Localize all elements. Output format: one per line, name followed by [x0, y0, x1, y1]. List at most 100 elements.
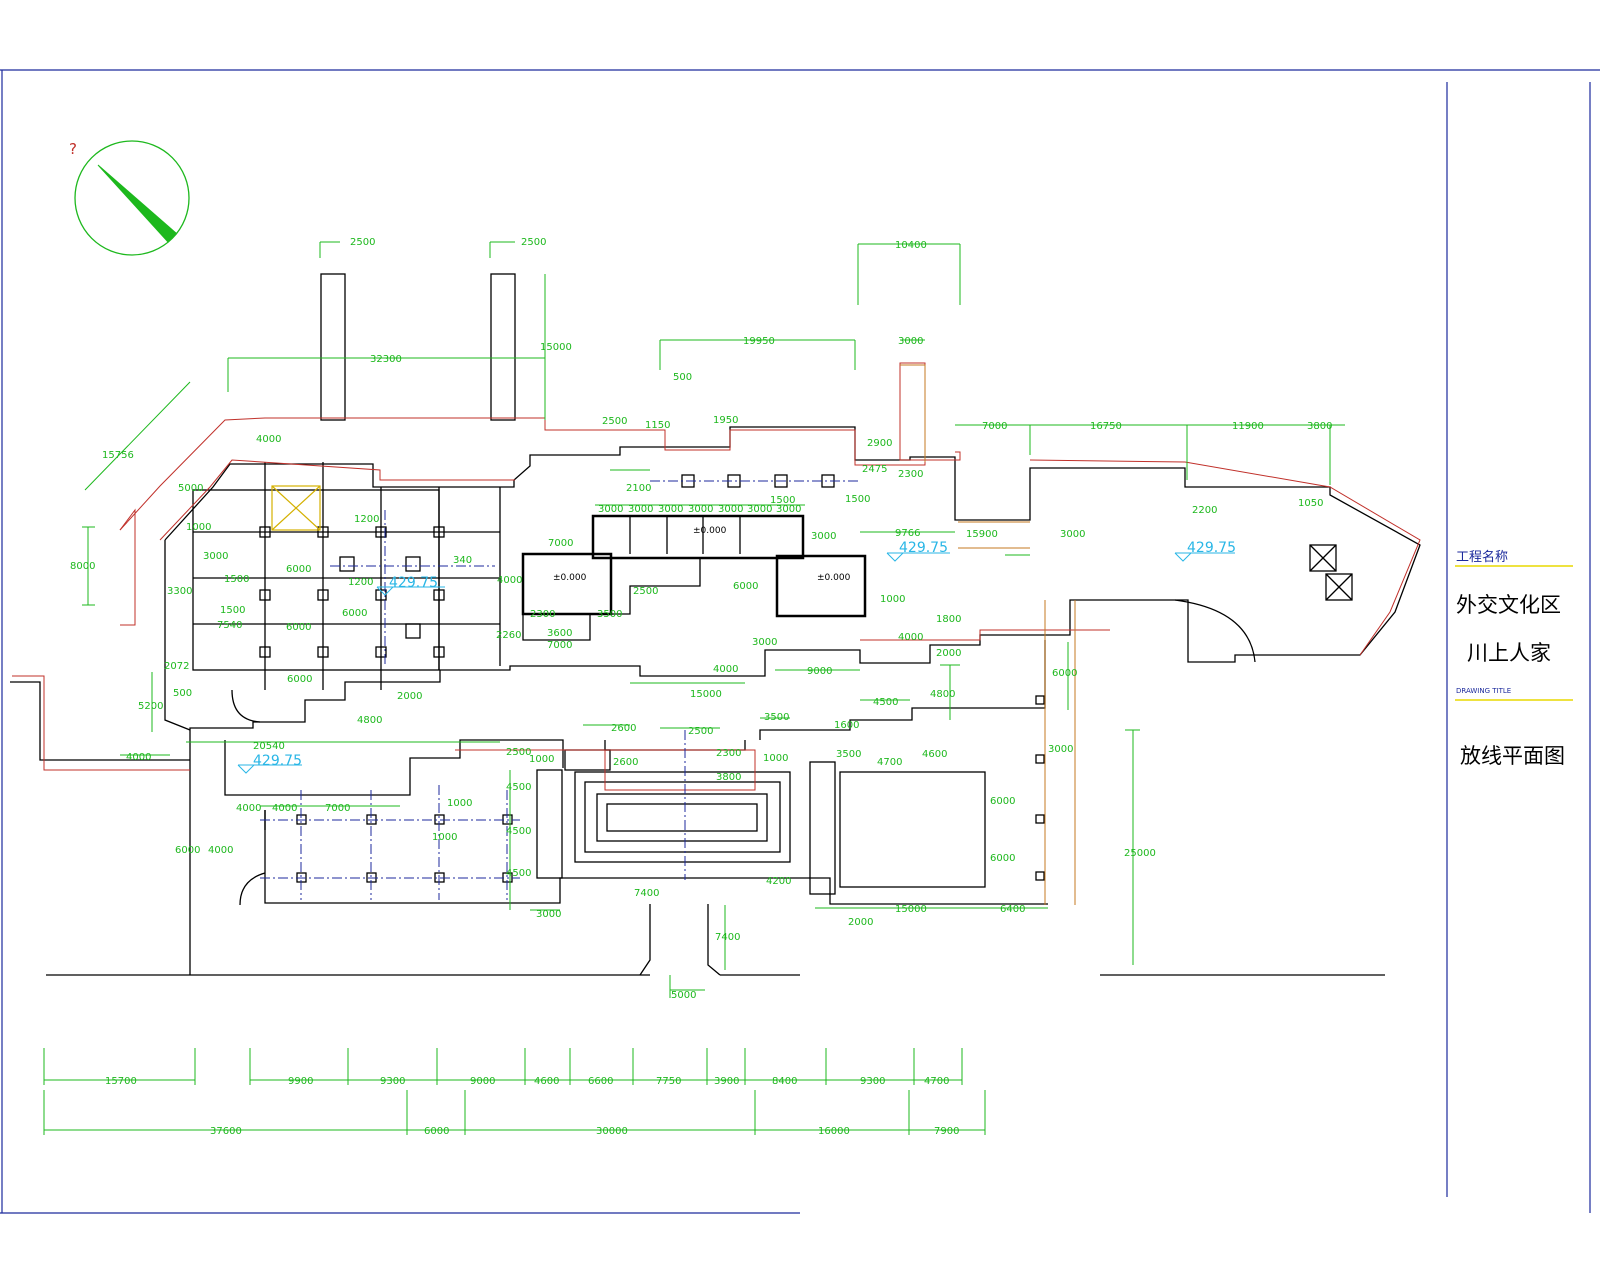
dimension-text: 7000 [548, 538, 573, 549]
dimension-text: 3000 [1048, 744, 1073, 755]
dimension-text: 3000 [747, 504, 772, 515]
dimension-text: 1200 [354, 514, 379, 525]
dimension-texts-top: 2500 2500 15000 32300 15756 10400 19950 … [102, 237, 1332, 516]
orange-lines [900, 364, 1076, 905]
dimension-text: 2600 [613, 757, 638, 768]
floor-level-mark: ±0.000 [817, 573, 851, 583]
dimension-text: 2100 [626, 483, 651, 494]
project-name-line2: 川上人家 [1467, 641, 1551, 665]
dimension-text: 3000 [598, 504, 623, 515]
drawing-title-label: DRAWING TITLE [1456, 687, 1511, 695]
dimension-text: 4700 [877, 757, 902, 768]
dimension-text: 4600 [534, 1076, 559, 1087]
dimension-text: 2475 [862, 464, 887, 475]
level-label: 429.75 [1187, 540, 1236, 556]
dimension-text: 4500 [506, 826, 531, 837]
dimension-text: 4000 [497, 575, 522, 586]
dimension-text: 3500 [597, 609, 622, 620]
dimension-text: 2260 [496, 630, 521, 641]
dimension-text: 4000 [272, 803, 297, 814]
level-label: 429.75 [899, 540, 948, 556]
dimension-text: 4800 [930, 689, 955, 700]
dimension-text: 9000 [807, 666, 832, 677]
dimension-lines [43, 241, 1345, 1135]
dimension-text: 6000 [990, 796, 1015, 807]
dimension-text: 6000 [342, 608, 367, 619]
dimension-text: 340 [453, 555, 472, 566]
dimension-text: 6000 [733, 581, 758, 592]
dimension-text: 3900 [714, 1076, 739, 1087]
dimension-text: 20540 [253, 741, 285, 752]
dimension-text: 7000 [547, 640, 572, 651]
dimension-text: 2200 [1192, 505, 1217, 516]
dimension-text: 2000 [936, 648, 961, 659]
dimension-text: 7540 [217, 620, 242, 631]
dimension-text: 4000 [236, 803, 261, 814]
dimension-text: 4000 [713, 664, 738, 675]
dimension-text: 3000 [203, 551, 228, 562]
dimension-text: 1000 [763, 753, 788, 764]
project-name-line1: 外交文化区 [1456, 593, 1561, 617]
dimension-text: 6000 [990, 853, 1015, 864]
dimension-text: 3000 [628, 504, 653, 515]
elevator-box [271, 485, 321, 531]
project-name-label: 工程名称 [1456, 549, 1508, 565]
level-markers [237, 552, 1235, 774]
dimension-text: 2072 [164, 661, 189, 672]
dimension-text: 9300 [860, 1076, 885, 1087]
dimension-text: 2500 [521, 237, 546, 248]
dimension-text: 16000 [818, 1126, 850, 1137]
level-label: 429.75 [389, 575, 438, 591]
dimension-text: 15000 [895, 904, 927, 915]
dimension-text: 2300 [716, 748, 741, 759]
dimension-text: 32300 [370, 354, 402, 365]
dimension-text: 3000 [776, 504, 801, 515]
floor-level-mark: ±0.000 [693, 526, 727, 536]
dimension-text: 2600 [611, 723, 636, 734]
dimension-text: 1500 [770, 495, 795, 506]
dimension-text: 1200 [348, 577, 373, 588]
dimension-text: 37600 [210, 1126, 242, 1137]
dimension-text: 15000 [540, 342, 572, 353]
dimension-text: 1500 [224, 574, 249, 585]
dimension-text: 1000 [529, 754, 554, 765]
sheet-frame [0, 69, 1600, 1214]
dimension-text: 2900 [867, 438, 892, 449]
title-block: 工程名称 外交文化区 川上人家 DRAWING TITLE 放线平面图 [1455, 549, 1573, 768]
dimension-text: 2500 [688, 726, 713, 737]
dimension-text: 1000 [880, 594, 905, 605]
column-markers [259, 474, 1045, 883]
dimension-string-row-2: 37600 6000 30000 16000 7900 [210, 1126, 959, 1137]
dimension-text: 2500 [602, 416, 627, 427]
dimension-text: 1000 [432, 832, 457, 843]
dimension-text: 2000 [848, 917, 873, 928]
dimension-text: 3000 [1060, 529, 1085, 540]
dimension-text: 2500 [633, 586, 658, 597]
dimension-text: 30000 [596, 1126, 628, 1137]
dimension-text: 25000 [1124, 848, 1156, 859]
dimension-text: 4700 [924, 1076, 949, 1087]
dimension-text: 4000 [898, 632, 923, 643]
dimension-text: 4500 [506, 868, 531, 879]
dimension-text: 6000 [424, 1126, 449, 1137]
dimension-text: 7000 [982, 421, 1007, 432]
dimension-text: 4800 [357, 715, 382, 726]
dimension-text: 3000 [898, 336, 923, 347]
dimension-text: 3000 [658, 504, 683, 515]
dimension-text: 15900 [966, 529, 998, 540]
dimension-text: 6000 [1052, 668, 1077, 679]
dimension-text: 6000 [175, 845, 200, 856]
dimension-text: 4600 [922, 749, 947, 760]
dimension-text: 2500 [350, 237, 375, 248]
dimension-text: 2000 [397, 691, 422, 702]
dimension-text: 5000 [178, 483, 203, 494]
svg-text:?: ? [69, 140, 77, 158]
dimension-text: 2300 [530, 609, 555, 620]
dimension-text: 3000 [752, 637, 777, 648]
dimension-text: 3500 [764, 712, 789, 723]
north-arrow-icon: ? [69, 140, 190, 256]
dimension-text: 19950 [743, 336, 775, 347]
dimension-text: 1150 [645, 420, 670, 431]
dimension-text: 7400 [634, 888, 659, 899]
